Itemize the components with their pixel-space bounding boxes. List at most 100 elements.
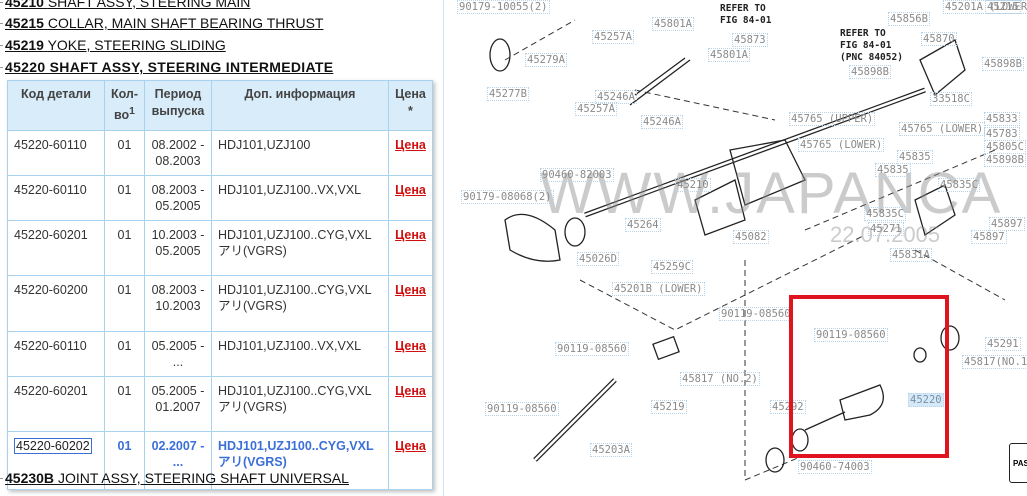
part-callout[interactable]: 45835C: [864, 207, 906, 221]
part-link-45219[interactable]: 45219 YOKE, STEERING SLIDING: [0, 37, 226, 53]
part-callout[interactable]: 45801A: [652, 17, 694, 31]
part-link-45215[interactable]: 45215 COLLAR, MAIN SHAFT BEARING THRUST: [0, 15, 323, 31]
part-callout[interactable]: 45817 (NO.2): [680, 372, 760, 386]
part-code: 45220-60201: [14, 384, 88, 399]
price-link[interactable]: Цена: [395, 439, 426, 454]
part-callout[interactable]: 90119-08560: [555, 342, 629, 356]
part-callout[interactable]: 45215: [985, 0, 1021, 14]
cell-price: Цена: [387, 175, 434, 222]
col-info: Доп. информация: [210, 79, 389, 132]
part-callout[interactable]: 45082: [733, 230, 769, 244]
part-callout[interactable]: 90460-74003: [798, 460, 872, 474]
price-link[interactable]: Цена: [395, 228, 426, 243]
part-callout[interactable]: 45873: [732, 33, 768, 47]
part-callout[interactable]: 90119-08560: [814, 328, 888, 342]
cell-info: HDJ101,UZJ100: [210, 130, 389, 177]
part-callout[interactable]: 45856B: [888, 12, 930, 26]
part-callout[interactable]: 45246A: [641, 115, 683, 129]
part-callout[interactable]: 45833: [984, 112, 1020, 126]
part-callout[interactable]: 90119-08560: [485, 402, 559, 416]
cell-qty: 01: [103, 130, 146, 177]
table-row[interactable]: 45220-60110 01 05.2005 - ... HDJ101,UZJ1…: [7, 331, 434, 378]
part-link-45220-active[interactable]: 45220 SHAFT ASSY, STEERING INTERMEDIATE: [0, 59, 333, 75]
part-callout[interactable]: 45765 (LOWER): [899, 122, 986, 136]
price-link[interactable]: Цена: [395, 138, 426, 153]
part-callout[interactable]: 45203A: [590, 443, 632, 457]
table-row[interactable]: 45220-60202 01 02.2007 - ... HDJ101,UZJ1…: [7, 431, 434, 491]
part-callout[interactable]: 45835C: [938, 178, 980, 192]
refer-note-1: REFER TO FIG 84-01: [720, 3, 772, 26]
part-callout[interactable]: 45897: [971, 230, 1007, 244]
cell-price: Цена: [387, 376, 434, 433]
price-link[interactable]: Цена: [395, 339, 426, 354]
cell-code: 45220-60110: [7, 175, 105, 222]
cell-code: 45220-60201: [7, 376, 105, 433]
table-row[interactable]: 45220-60201 01 10.2003 - 05.2005 HDJ101,…: [7, 220, 434, 277]
part-callout[interactable]: 45259C: [651, 260, 693, 274]
price-link[interactable]: Цена: [395, 283, 426, 298]
part-callout[interactable]: 90460-82003: [540, 168, 614, 182]
part-callout[interactable]: 45026D: [577, 252, 619, 266]
part-code-selected[interactable]: 45220-60202: [14, 438, 92, 455]
part-callout[interactable]: 45898B: [849, 65, 891, 79]
part-callout[interactable]: 45801A: [708, 48, 750, 62]
part-callout[interactable]: 90179-08068(2): [461, 190, 554, 204]
part-code: 45220-60110: [14, 183, 87, 198]
part-callout[interactable]: 45897: [989, 217, 1025, 231]
table-row[interactable]: 45220-60201 01 05.2005 - 01.2007 HDJ101,…: [7, 376, 434, 433]
part-callout[interactable]: 33518C: [930, 92, 972, 106]
part-callout[interactable]: 45291: [985, 337, 1021, 351]
cell-qty: 01: [103, 376, 146, 433]
pas-button[interactable]: PAS: [1009, 443, 1027, 483]
cell-code: 45220-60110: [7, 331, 105, 378]
part-callout[interactable]: 90119-08560: [719, 307, 793, 321]
part-callout[interactable]: 90179-10055(2): [457, 0, 550, 14]
part-callout[interactable]: 45898B: [982, 57, 1024, 71]
part-callout[interactable]: 45219: [651, 400, 687, 414]
table-row[interactable]: 45220-60200 01 08.2003 - 10.2003 HDJ101,…: [7, 275, 434, 333]
part-callout[interactable]: 45765 (UPPER): [789, 112, 876, 126]
price-link[interactable]: Цена: [395, 183, 426, 198]
part-callout[interactable]: 45292: [770, 400, 806, 414]
part-callout[interactable]: 45210: [675, 178, 711, 192]
cell-price: Цена: [387, 431, 434, 491]
part-callout[interactable]: 45898B: [984, 153, 1026, 167]
part-callout[interactable]: 45765 (LOWER): [798, 138, 885, 152]
table-row[interactable]: 45220-60110 01 08.2003 - 05.2005 HDJ101,…: [7, 175, 434, 222]
part-link-45210[interactable]: 45210 SHAFT ASSY, STEERING MAIN: [0, 0, 250, 10]
table-row[interactable]: 45220-60110 01 08.2002 - 08.2003 HDJ101,…: [7, 130, 434, 177]
parts-panel: 45210 SHAFT ASSY, STEERING MAIN 45215 CO…: [0, 0, 442, 496]
cell-price: Цена: [387, 220, 434, 277]
cell-qty: 01: [103, 175, 146, 222]
part-callout[interactable]: 45264: [625, 218, 661, 232]
part-callout[interactable]: 45201B (LOWER): [612, 282, 705, 296]
part-callout[interactable]: 45271: [868, 222, 904, 236]
cell-info: HDJ101,UZJ100..VX,VXL: [210, 175, 389, 222]
part-callout[interactable]: 45817(NO.1): [962, 355, 1027, 369]
price-link[interactable]: Цена: [395, 384, 426, 399]
part-code: 45220-60110: [14, 339, 87, 354]
part-callout[interactable]: 45805C: [984, 140, 1026, 154]
part-callout[interactable]: 45831A: [890, 248, 932, 262]
cell-period: 08.2003 - 05.2005: [144, 175, 212, 222]
col-price: Цена*: [387, 79, 434, 132]
refer-note-2: REFER TO FIG 84-01 (PNC 84052): [840, 28, 903, 63]
part-callout[interactable]: 45870: [921, 32, 957, 46]
part-callout[interactable]: 45220: [908, 393, 944, 407]
cell-code: 45220-60200: [7, 275, 105, 333]
cell-period: 10.2003 - 05.2005: [144, 220, 212, 277]
cell-qty: 01: [103, 275, 146, 333]
cell-code: 45220-60202: [7, 431, 105, 491]
cell-info: HDJ101,UZJ100..CYG,VXL アリ(VGRS): [210, 376, 389, 433]
part-code: 45220-60201: [14, 228, 88, 243]
part-callout[interactable]: 45835: [897, 150, 933, 164]
part-link-45230b[interactable]: 45230B JOINT ASSY, STEERING SHAFT UNIVER…: [0, 470, 349, 486]
part-callout[interactable]: 45257A: [575, 102, 617, 116]
part-callout[interactable]: 45835: [875, 163, 911, 177]
cell-period: 08.2003 - 10.2003: [144, 275, 212, 333]
part-callout[interactable]: 45783: [984, 127, 1020, 141]
part-callout[interactable]: 45257A: [592, 30, 634, 44]
parts-diagram: WWW.JAPANCA 22.07.2005 REFER TO FIG 84-0…: [445, 0, 1027, 496]
part-callout[interactable]: 45279A: [525, 53, 567, 67]
part-callout[interactable]: 45277B: [487, 87, 529, 101]
